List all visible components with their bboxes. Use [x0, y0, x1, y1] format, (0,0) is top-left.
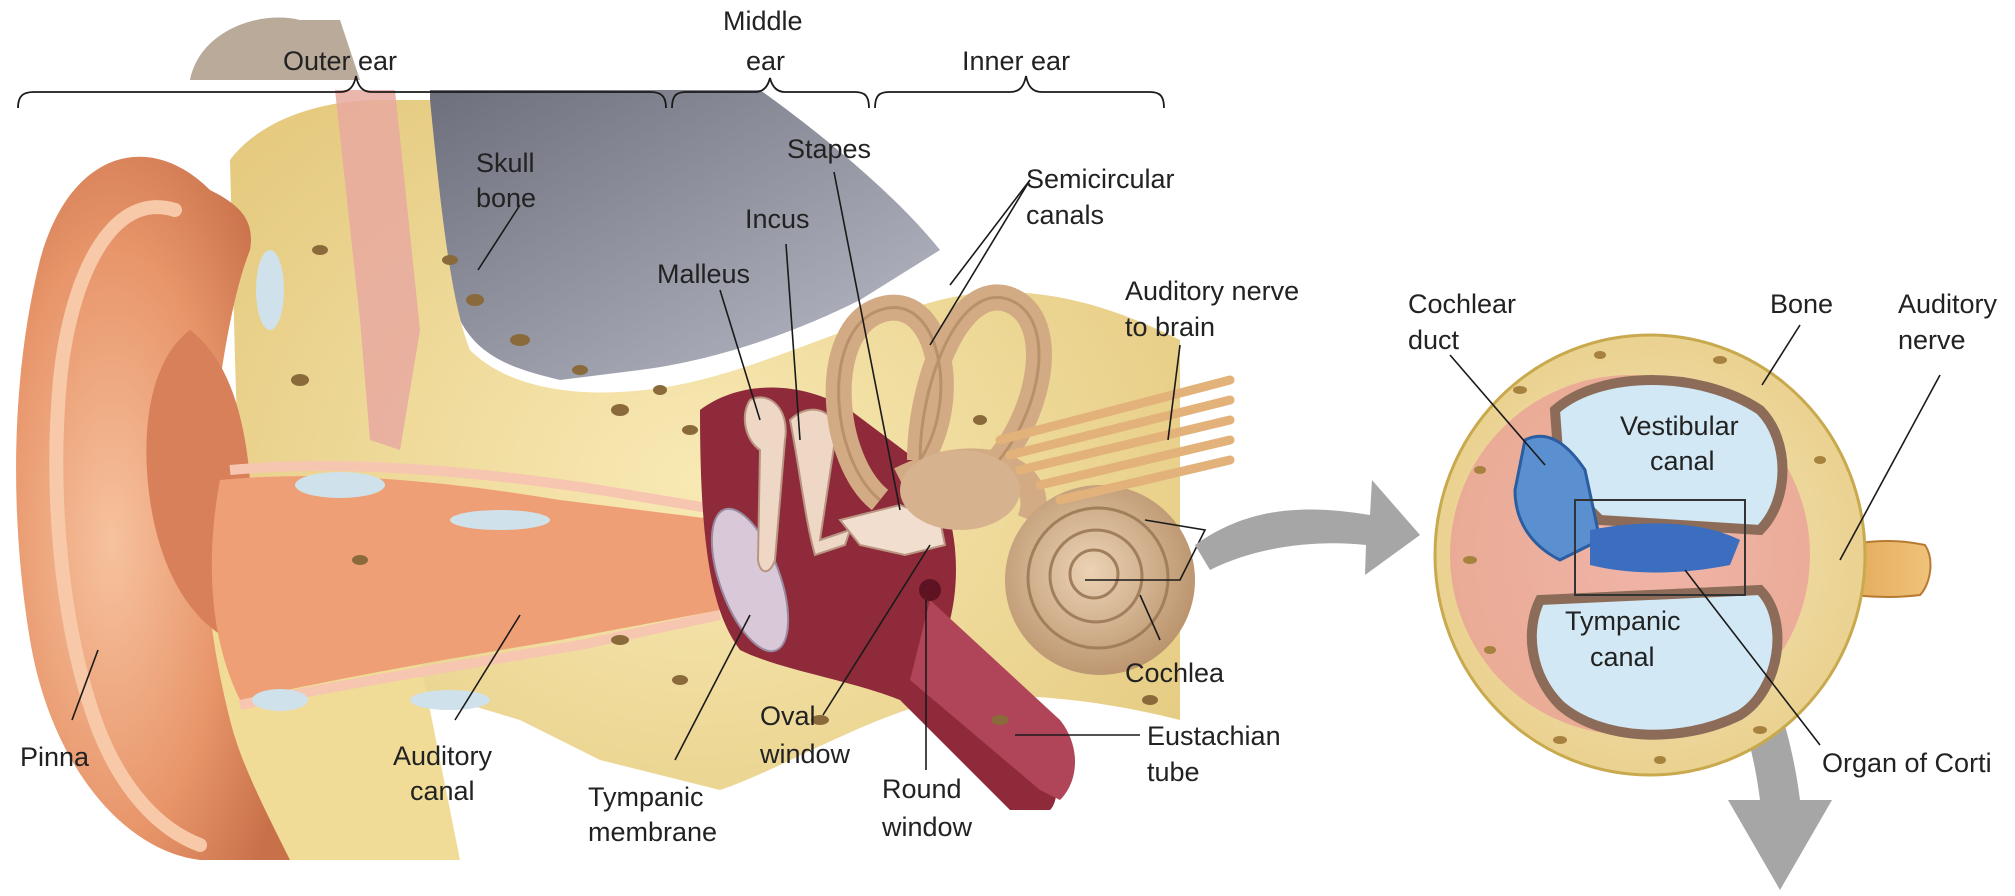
middle-ear-label-2: ear [746, 46, 785, 76]
round-window-label-1: Round [882, 774, 962, 804]
auditory-nerve-label-2: nerve [1898, 325, 1966, 355]
cartilage-2 [295, 472, 385, 498]
right-arrow [1195, 480, 1420, 575]
cartilage-3 [450, 510, 550, 530]
bone-label: Bone [1770, 289, 1833, 319]
auditory-nerve-brain-label-1: Auditory nerve [1125, 276, 1299, 306]
cartilage-1 [256, 250, 284, 330]
skull-bone-label-2: bone [476, 183, 536, 213]
cochlear-duct-label-1: Cochlear [1408, 289, 1516, 319]
auditory-canal-label-1: Auditory [393, 741, 493, 771]
cartilage-4 [252, 689, 308, 711]
oval-window-label-1: Oval [760, 701, 816, 731]
cochlea-cross-section [1435, 335, 1930, 775]
malleus-label: Malleus [657, 259, 750, 289]
round-window-label-2: window [881, 812, 973, 842]
eustachian-tube-label-2: tube [1147, 757, 1200, 787]
tympanic-membrane-label-2: membrane [588, 817, 717, 847]
semicircular-canals-label-2: canals [1026, 200, 1104, 230]
inner-ear-label: Inner ear [962, 46, 1070, 76]
eustachian-tube-label-1: Eustachian [1147, 721, 1281, 751]
tympanic-canal-label-2: canal [1590, 642, 1655, 672]
cartilage-5 [410, 690, 490, 710]
auditory-canal-label-2: canal [410, 776, 475, 806]
vestibular-canal-label-1: Vestibular [1620, 411, 1739, 441]
skull-bone-label-1: Skull [476, 148, 535, 178]
round-window-shape [919, 579, 941, 601]
vestibular-canal-label-2: canal [1650, 446, 1715, 476]
organ-of-corti-label: Organ of Corti [1822, 748, 1992, 778]
tympanic-membrane-label-1: Tympanic [588, 782, 704, 812]
incus-label: Incus [745, 204, 810, 234]
oval-window-label-2: window [759, 739, 851, 769]
outer-ear-label: Outer ear [283, 46, 397, 76]
cochlea-label: Cochlea [1125, 658, 1225, 688]
cochlear-duct-label-2: duct [1408, 325, 1460, 355]
middle-ear-label-1: Middle [723, 6, 803, 36]
stapes-label: Stapes [787, 134, 871, 164]
inner-ear-brace [875, 76, 1164, 108]
auditory-nerve-brain-label-2: to brain [1125, 312, 1215, 342]
tympanic-canal-label-1: Tympanic [1565, 606, 1681, 636]
auditory-nerve-label-1: Auditory [1898, 289, 1998, 319]
main-ear-illustration [16, 18, 1230, 861]
semicircular-canals-label-1: Semicircular [1026, 164, 1175, 194]
vestibule [900, 450, 1020, 530]
pinna-label: Pinna [20, 742, 90, 772]
